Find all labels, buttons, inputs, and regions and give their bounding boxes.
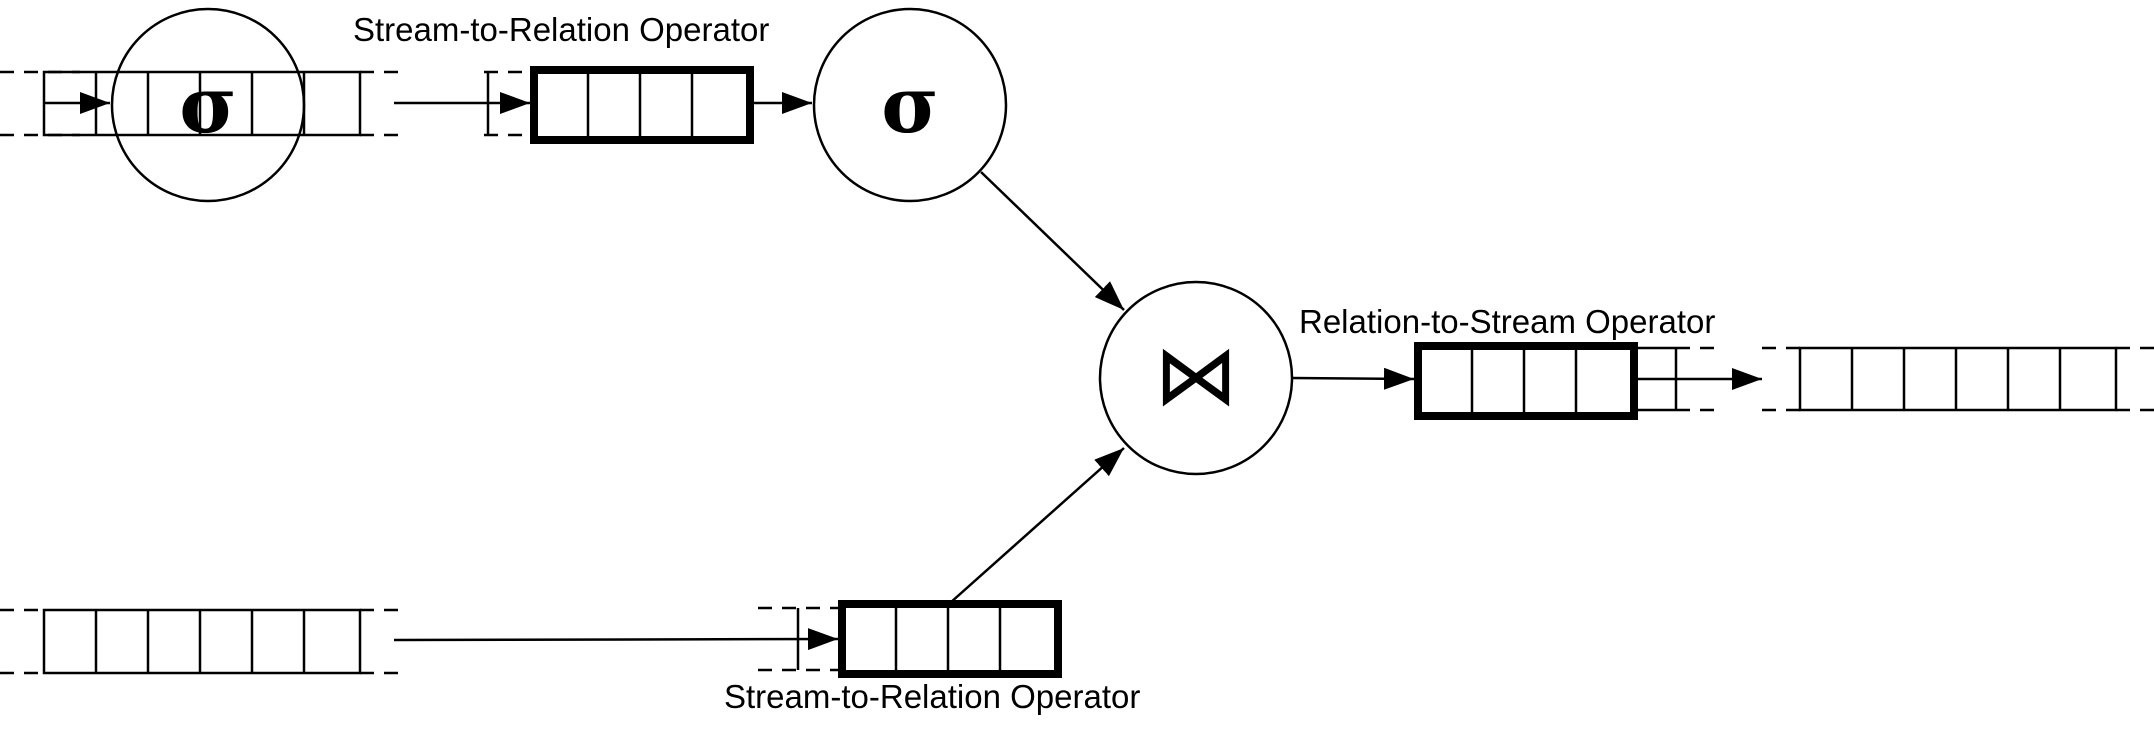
select-operator-left: σ bbox=[110, 7, 306, 203]
arrow-join-to-r2s bbox=[1291, 367, 1415, 390]
label-s2r-bottom: Stream-to-Relation Operator bbox=[724, 678, 1140, 715]
label-r2s: Relation-to-Stream Operator bbox=[1299, 303, 1715, 340]
arrow-to-s2r-bottom bbox=[393, 628, 839, 651]
bowtie-symbol: ⋈ bbox=[1154, 326, 1238, 424]
label-s2r-top: Stream-to-Relation Operator bbox=[353, 11, 769, 48]
output-stream bbox=[1762, 346, 2154, 412]
arrow-s2r-bottom-to-join bbox=[949, 447, 1125, 604]
r2s-window bbox=[1414, 342, 1720, 420]
s2r-window-top bbox=[484, 66, 754, 144]
join-operator: ⋈ bbox=[1098, 280, 1294, 476]
select-operator-right: σ bbox=[812, 7, 1008, 203]
sigma-symbol-left: σ bbox=[179, 60, 237, 151]
input-stream-bottom bbox=[0, 608, 400, 675]
s2r-window-bottom bbox=[758, 600, 1062, 678]
arrow-select-to-join bbox=[980, 171, 1125, 311]
sigma-symbol-right: σ bbox=[881, 60, 939, 151]
